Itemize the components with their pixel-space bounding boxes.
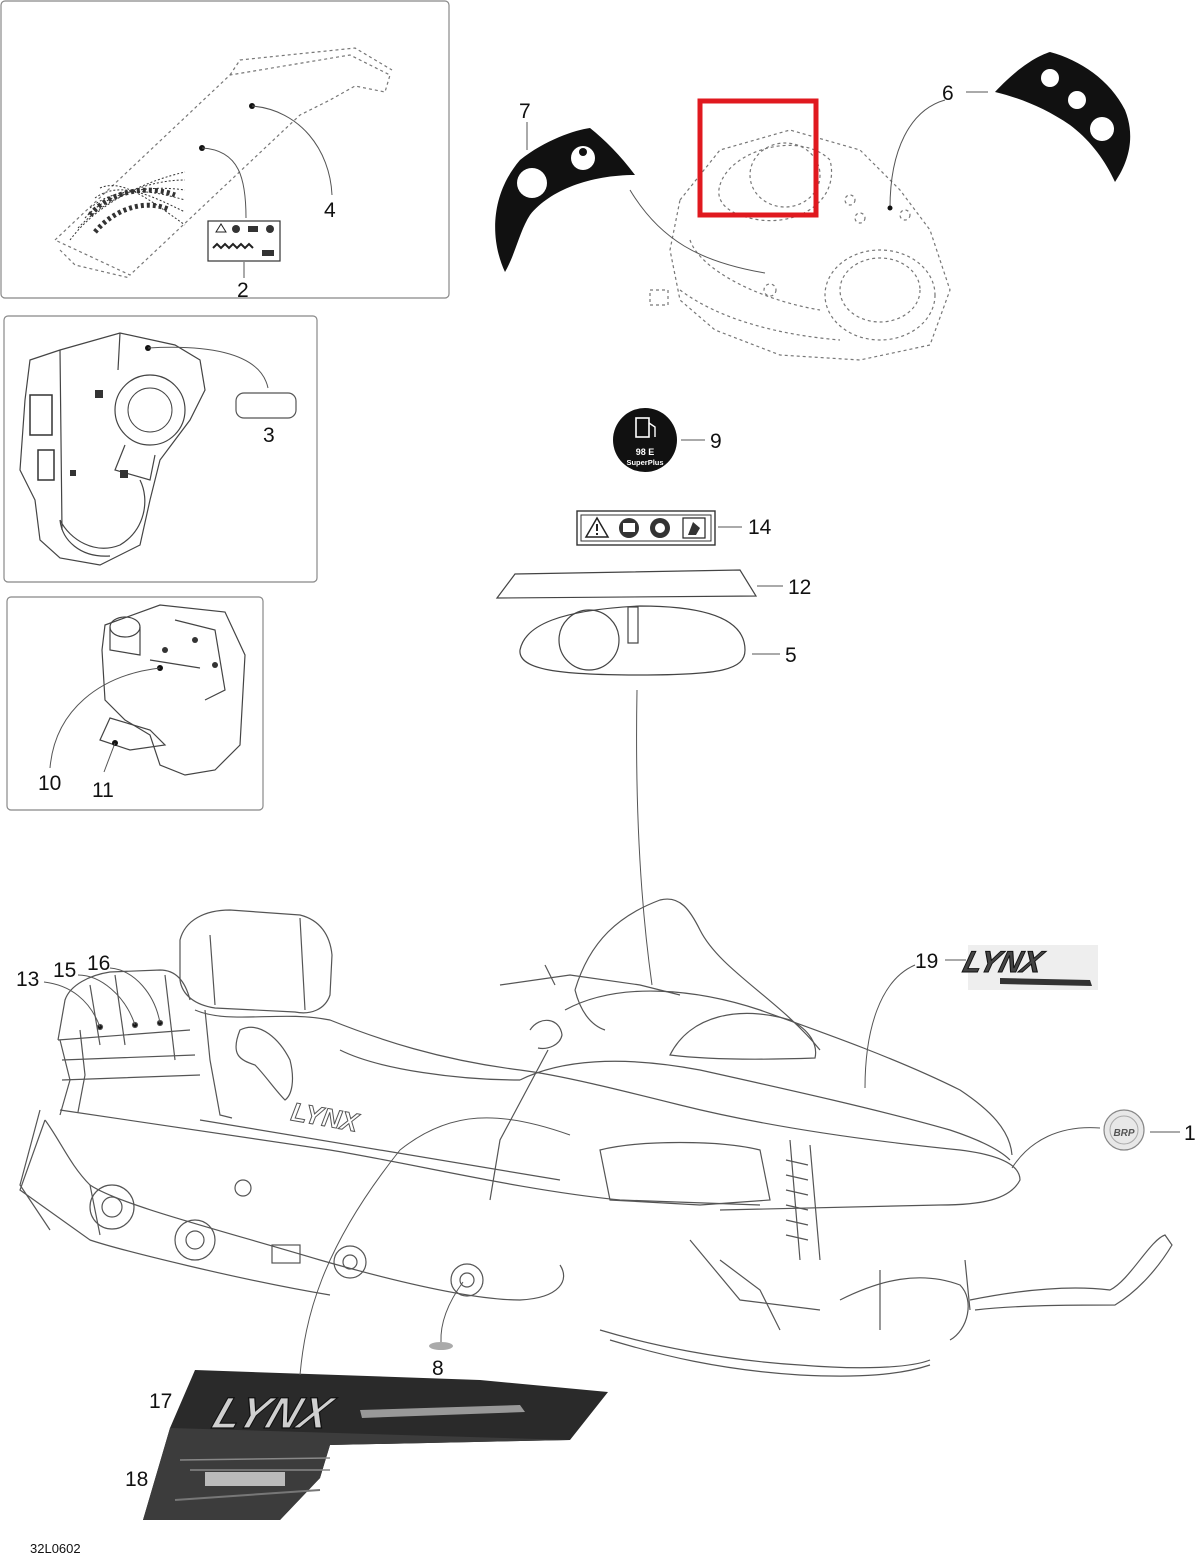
manual-icon [232,225,240,233]
highlight-box [697,98,819,218]
inset-panel-seat-cover [0,0,450,299]
side-panel-graphic-decal: LYNX [143,1370,608,1520]
safety-icons-decal [576,510,716,546]
svg-text:LYNX: LYNX [207,1388,342,1437]
fuel-decal: 98 E SuperPlus [613,408,677,472]
fuel-grade-text: SuperPlus [626,458,663,467]
windshield-decal [495,569,758,599]
console-decal-left [495,128,635,272]
lynx-ranger-logo-decal: LYNX [959,945,1098,990]
callout-3: 3 [263,424,275,447]
callout-8: 8 [432,1357,444,1380]
callout-2: 2 [237,279,249,302]
callout-7: 7 [519,100,531,123]
brp-round-decal: BRP [1103,1109,1145,1151]
instrument-panel-decal [519,605,746,676]
drawing-code: 32L0602 [30,1541,81,1556]
callout-15: 15 [53,959,76,982]
callout-11: 11 [92,779,114,802]
console-decal-right [995,52,1131,182]
callout-16: 16 [87,952,110,975]
svg-text:BRP: BRP [1113,1128,1134,1139]
seat-icon [688,522,700,535]
seat-cover-drawing [53,47,393,279]
callout-10: 10 [38,772,61,795]
fuel-octane-text: 98 E [636,447,655,457]
callout-13: 13 [16,968,39,991]
blank-decal [235,392,297,419]
callout-14: 14 [748,516,772,539]
engine-drawing [49,604,246,776]
callout-9: 9 [710,430,722,453]
callout-4: 4 [324,199,336,222]
inset-panel-belt-guard [3,315,318,583]
callout-19: 19 [915,950,938,973]
warning-icon [584,516,610,538]
svg-text:LYNX: LYNX [289,1096,362,1138]
callout-17: 17 [149,1390,172,1413]
callout-18: 18 [125,1468,148,1491]
svg-text:LYNX: LYNX [960,945,1048,978]
small-oval-decal [429,1342,453,1350]
console-drawing [649,129,951,361]
warning-icon [215,223,227,233]
belt-guard-drawing [19,332,269,566]
callout-6: 6 [942,82,954,105]
callout-1: 1 [1184,1122,1196,1145]
warning-label-decal [207,220,281,262]
callout-5: 5 [785,644,797,667]
fuel-pump-icon [635,417,650,438]
callout-12: 12 [788,576,811,599]
inset-panel-engine [6,596,264,811]
